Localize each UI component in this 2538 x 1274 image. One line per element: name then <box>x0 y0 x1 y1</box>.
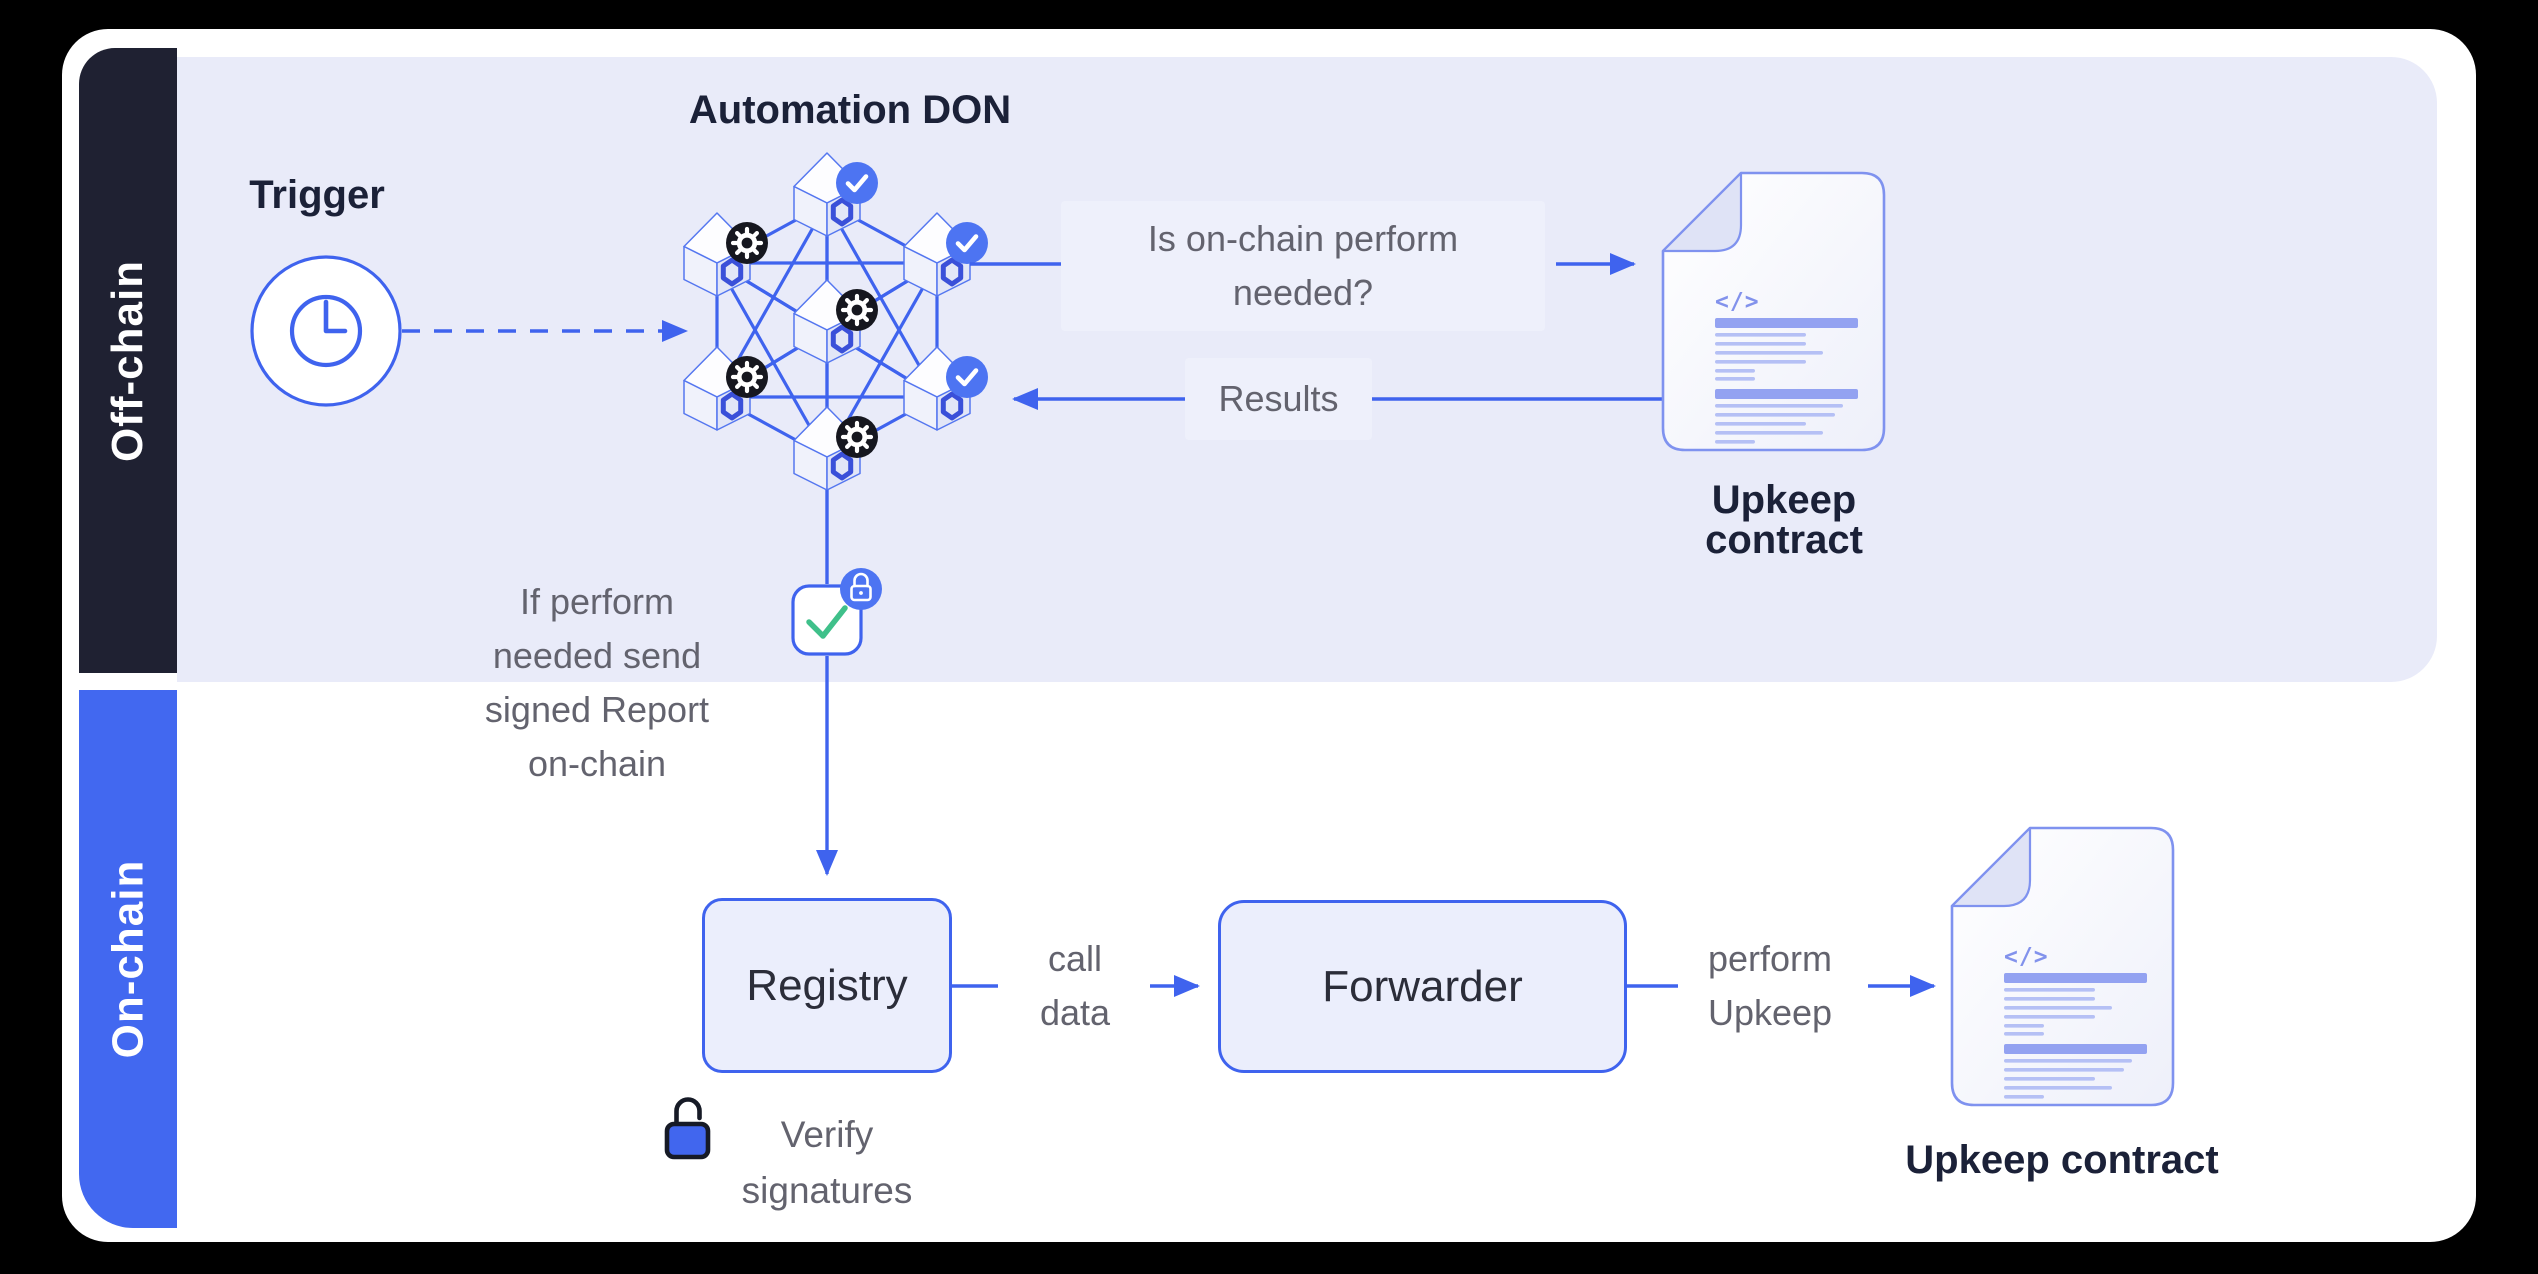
perform-upkeep-label: perform Upkeep <box>1680 932 1860 1040</box>
registry-box: Registry <box>702 898 952 1073</box>
chainlink-hexagon-icon <box>830 324 854 354</box>
verify-line2: signatures <box>741 1170 913 1211</box>
code-glyph: </> <box>2004 944 2049 970</box>
check-badge-icon <box>946 222 988 264</box>
call-data-line1: call <box>1047 938 1103 979</box>
call-data-label: call data <box>1000 932 1150 1040</box>
contract-document-icon-onchain: </> <box>1950 826 2175 1107</box>
chainlink-hexagon-icon <box>830 197 854 227</box>
report-note-line4: on-chain <box>527 743 667 784</box>
question-panel: Is on-chain perform needed? <box>1061 201 1545 331</box>
gear-badge-icon <box>726 356 768 398</box>
contract-document-icon-offchain: </> <box>1661 171 1886 452</box>
verify-line1: Verify <box>780 1114 874 1155</box>
results-label: Results <box>1218 378 1339 419</box>
perform-upkeep-line1: perform <box>1707 938 1833 979</box>
upkeep-contract-label-offchain: Upkeep contract <box>1705 478 1863 562</box>
check-square-icon <box>791 568 882 656</box>
verify-signatures-label: Verify signatures <box>687 1107 967 1219</box>
results-panel: Results <box>1185 358 1372 440</box>
gear-badge-icon <box>836 416 878 458</box>
chainlink-hexagon-icon <box>940 257 964 287</box>
lane-tab-on-chain: On-chain <box>79 690 177 1228</box>
code-glyph: </> <box>1715 289 1760 315</box>
trigger-title: Trigger <box>249 173 385 217</box>
report-note: If perform needed send signed Report on-… <box>437 575 757 791</box>
forwarder-label: Forwarder <box>1322 961 1523 1011</box>
automation-don-network <box>683 152 988 491</box>
chainlink-hexagon-icon <box>720 257 744 287</box>
check-badge-icon <box>836 162 878 204</box>
call-data-line2: data <box>1039 992 1111 1033</box>
lock-badge-icon <box>840 568 882 610</box>
unlock-icon <box>664 1097 711 1160</box>
question-line1: Is on-chain perform <box>1147 218 1459 259</box>
hexagon-node <box>793 152 861 237</box>
check-badge-icon <box>946 356 988 398</box>
forwarder-box: Forwarder <box>1218 900 1627 1073</box>
perform-upkeep-line2: Upkeep <box>1707 992 1833 1033</box>
gear-badge-icon <box>726 222 768 264</box>
don-title: Automation DON <box>688 88 1012 132</box>
report-note-line3: signed Report <box>484 689 710 730</box>
chainlink-hexagon-icon <box>830 451 854 481</box>
gear-badge-icon <box>836 289 878 331</box>
question-line2: needed? <box>1232 272 1374 313</box>
upkeep-contract-label-onchain: Upkeep contract <box>1905 1138 2219 1182</box>
chainlink-hexagon-icon <box>940 391 964 421</box>
chainlink-hexagon-icon <box>720 391 744 421</box>
report-note-line2: needed send <box>492 635 702 676</box>
report-note-line1: If perform <box>519 581 675 622</box>
clock-icon <box>250 255 402 407</box>
lane-tab-off-chain: Off-chain <box>79 48 177 673</box>
registry-label: Registry <box>746 960 908 1010</box>
